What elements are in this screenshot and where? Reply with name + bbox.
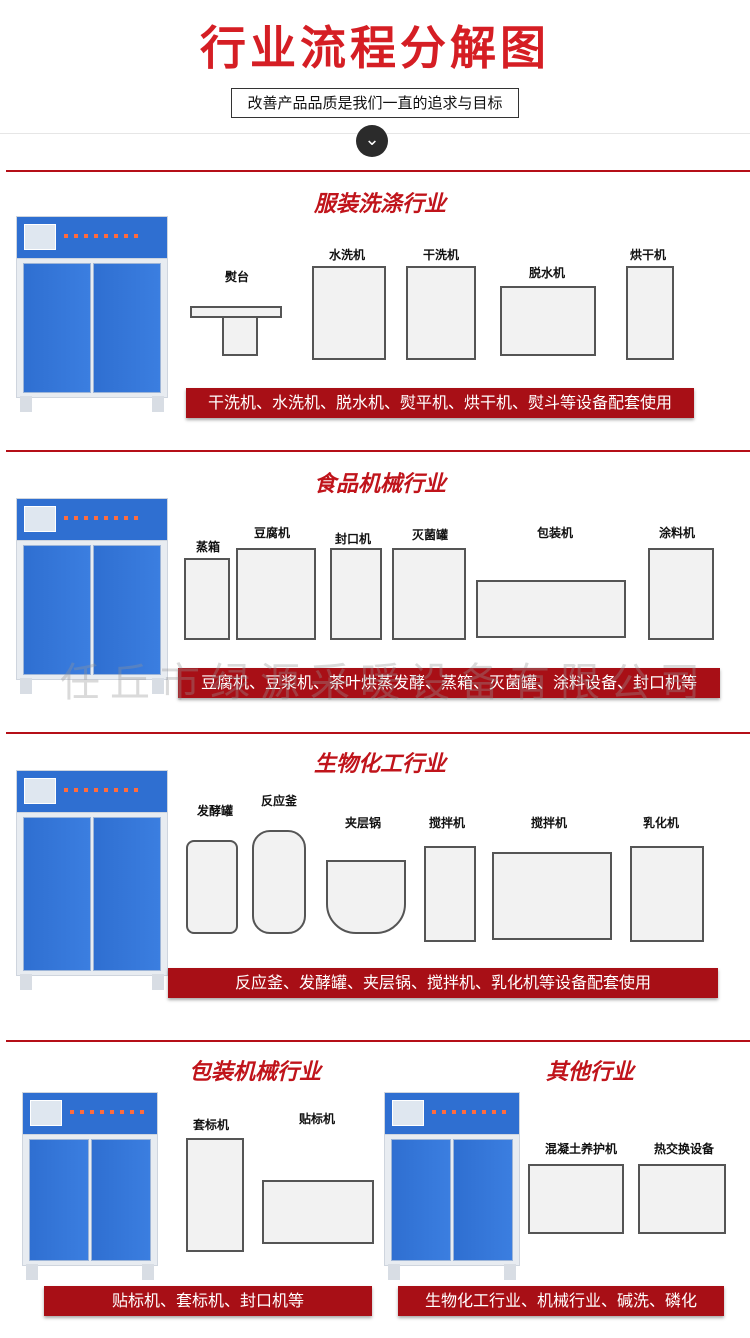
machine-label: 豆腐机 bbox=[253, 526, 290, 540]
section-title-other: 其他行业 bbox=[545, 1060, 634, 1085]
machine-label: 脱水机 bbox=[528, 266, 565, 280]
machine-label: 干洗机 bbox=[422, 248, 459, 262]
coating-machine-image bbox=[648, 548, 714, 640]
boiler-cabinet bbox=[22, 1092, 158, 1280]
tofu-machine-image bbox=[236, 548, 316, 640]
emulsifier-image bbox=[630, 846, 704, 942]
mixer-image bbox=[492, 852, 612, 940]
section-banner: 豆腐机、豆浆机、茶叶烘蒸发酵、蒸箱、灭菌罐、涂料设备、封口机等 bbox=[178, 668, 720, 698]
section-divider bbox=[6, 732, 750, 734]
machine-label: 蒸箱 bbox=[195, 540, 220, 554]
reactor-image bbox=[252, 830, 306, 934]
section-divider bbox=[6, 1040, 750, 1042]
machine-label: 灭菌罐 bbox=[411, 528, 448, 542]
mixer-image bbox=[424, 846, 476, 942]
machine-label: 封口机 bbox=[334, 532, 371, 546]
dry-cleaner-image bbox=[406, 266, 476, 360]
section-banner: 贴标机、套标机、封口机等 bbox=[44, 1286, 372, 1316]
sleeve-labeler-image bbox=[186, 1138, 244, 1252]
section-title-packaging: 包装机械行业 bbox=[188, 1060, 321, 1085]
page-title: 行业流程分解图 bbox=[200, 21, 550, 75]
washing-machine-image bbox=[312, 266, 386, 360]
section-title-laundry: 服装洗涤行业 bbox=[313, 192, 446, 217]
sealing-machine-image bbox=[330, 548, 382, 640]
section-banner: 干洗机、水洗机、脱水机、熨平机、烘干机、熨斗等设备配套使用 bbox=[186, 388, 694, 418]
steamer-image bbox=[184, 558, 230, 640]
machine-label: 搅拌机 bbox=[530, 816, 567, 830]
machine-label: 发酵罐 bbox=[196, 804, 233, 818]
boiler-cabinet bbox=[16, 216, 168, 412]
machine-label: 水洗机 bbox=[328, 248, 365, 262]
page-subtitle: 改善产品品质是我们一直的追求与目标 bbox=[231, 88, 519, 118]
section-banner: 反应釜、发酵罐、夹层锅、搅拌机、乳化机等设备配套使用 bbox=[168, 968, 718, 998]
machine-label: 贴标机 bbox=[298, 1112, 335, 1126]
heat-exchanger-image bbox=[638, 1164, 726, 1234]
section-banner: 生物化工行业、机械行业、碱洗、磷化 bbox=[398, 1286, 724, 1316]
sterilizer-image bbox=[392, 548, 466, 640]
concrete-curing-machine-image bbox=[528, 1164, 624, 1234]
machine-label: 熨台 bbox=[224, 270, 249, 284]
machine-label: 涂料机 bbox=[658, 526, 695, 540]
section-divider bbox=[6, 170, 750, 172]
labeling-machine-image bbox=[262, 1180, 374, 1244]
boiler-cabinet bbox=[384, 1092, 520, 1280]
section-divider bbox=[6, 450, 750, 452]
jacketed-kettle-image bbox=[326, 860, 406, 934]
machine-label: 混凝土养护机 bbox=[544, 1142, 617, 1156]
machine-label: 反应釜 bbox=[260, 794, 297, 808]
dehydrator-image bbox=[500, 286, 596, 356]
dryer-image bbox=[626, 266, 674, 360]
machine-label: 烘干机 bbox=[629, 248, 666, 262]
machine-label: 搅拌机 bbox=[428, 816, 465, 830]
boiler-cabinet bbox=[16, 498, 168, 694]
machine-label: 包装机 bbox=[536, 526, 573, 540]
machine-label: 套标机 bbox=[192, 1118, 229, 1132]
fermenter-image bbox=[186, 840, 238, 934]
section-title-biochem: 生物化工行业 bbox=[313, 752, 446, 777]
machine-label: 夹层锅 bbox=[344, 816, 381, 830]
boiler-cabinet bbox=[16, 770, 168, 990]
watermark: 任丘市绿源采暖设备有限公司 bbox=[60, 660, 710, 706]
machine-label: 乳化机 bbox=[642, 816, 679, 830]
chevron-down-icon[interactable]: ⌄ bbox=[356, 125, 388, 157]
machine-label: 热交换设备 bbox=[653, 1142, 714, 1156]
packaging-machine-image bbox=[476, 580, 626, 638]
ironing-table-base bbox=[222, 316, 258, 356]
section-title-food: 食品机械行业 bbox=[313, 472, 446, 497]
